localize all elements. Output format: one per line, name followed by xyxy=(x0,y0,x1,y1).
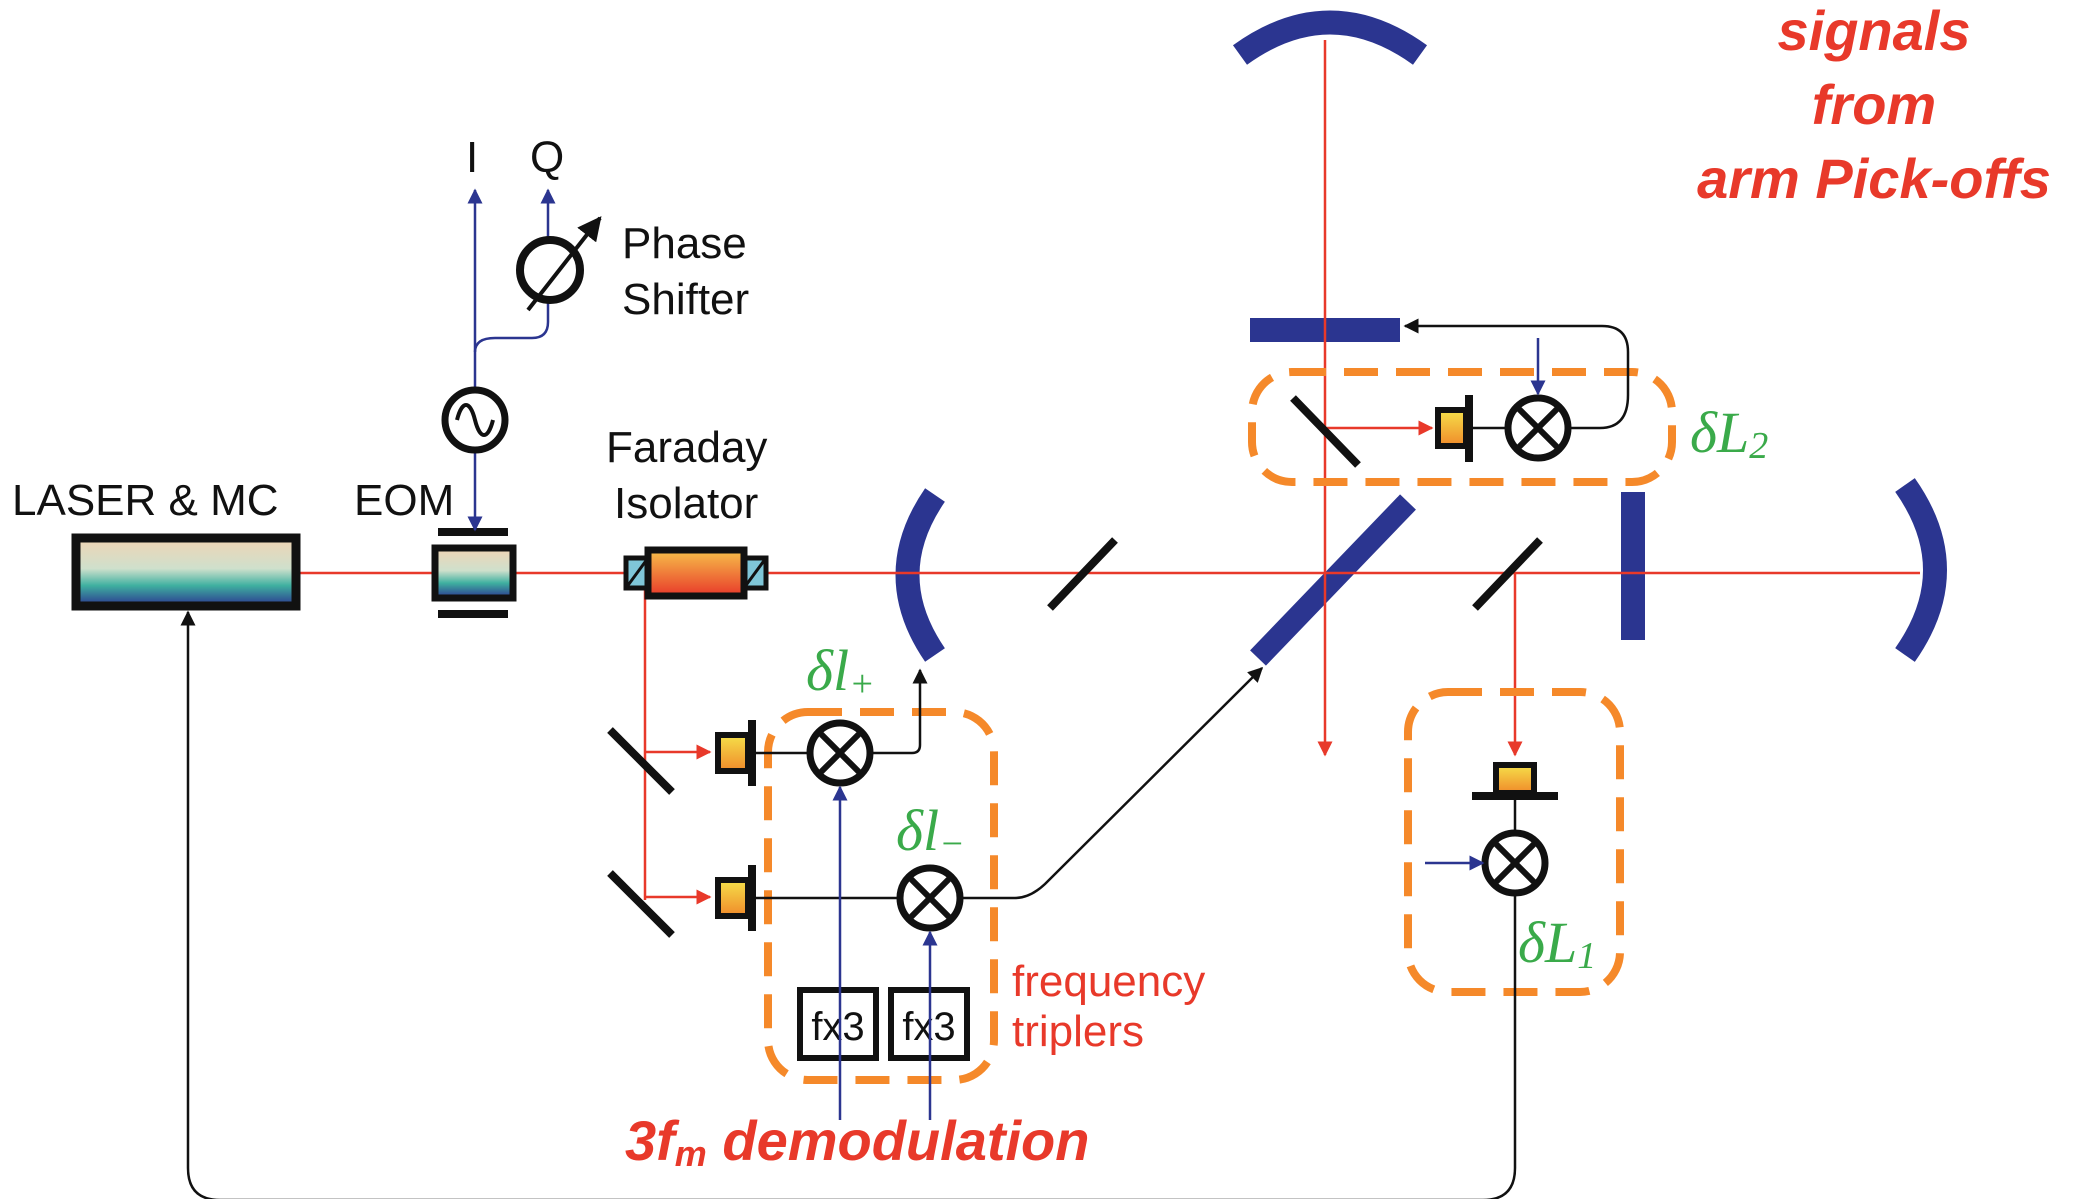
dl-plus-label: δl+ xyxy=(806,638,875,705)
dL1-sub: 1 xyxy=(1577,935,1596,977)
eom-device xyxy=(431,528,517,618)
signals-label-line3: arm Pick-offs xyxy=(1697,147,2051,210)
eom-label: EOM xyxy=(354,476,454,525)
feedback-to-laser xyxy=(180,610,1517,1199)
q-label: Q xyxy=(530,133,564,182)
input-test-mass-mirror xyxy=(895,488,946,662)
demod-subscript: m xyxy=(675,1133,707,1174)
steering-mirror-plus xyxy=(607,727,675,795)
tripler-a-box xyxy=(797,987,879,1061)
dL2-box xyxy=(1248,368,1676,486)
photodetector-plus xyxy=(715,720,756,786)
phase-shifter-icon xyxy=(516,216,602,312)
frequency-triplers-label-line1: frequency xyxy=(1012,957,1205,1006)
top-end-mirror xyxy=(1232,10,1428,65)
dL2-sub: 2 xyxy=(1749,425,1768,467)
pickoff-mirror-prm xyxy=(1047,537,1118,611)
demod-prefix: 3f xyxy=(625,1109,680,1172)
faraday-label-line2: Isolator xyxy=(614,479,758,528)
signals-label-line1: signals xyxy=(1778,0,1971,62)
mixer-dL2-icon xyxy=(1504,394,1572,462)
dL1-label: δL1 xyxy=(1518,910,1596,977)
rf-to-q-line xyxy=(473,188,556,353)
faraday-isolator xyxy=(623,546,769,600)
dl-minus-sub: − xyxy=(939,823,965,865)
laser-box xyxy=(71,533,301,611)
dl-plus-sub: + xyxy=(849,663,875,705)
rf-oscillator-icon xyxy=(441,386,509,454)
demodulation-label: 3fm demodulation xyxy=(625,1109,1089,1174)
frequency-triplers-label-line2: triplers xyxy=(1012,1007,1144,1056)
mixer-plus-to-itm xyxy=(870,668,928,755)
mixer-dL1-icon xyxy=(1481,829,1549,897)
pickoff-mirror-right-arm xyxy=(1472,537,1543,611)
photodetector-dL1 xyxy=(1472,762,1558,800)
mixer-minus-to-bs xyxy=(960,666,1264,900)
demod-suffix: demodulation xyxy=(707,1109,1090,1172)
signals-label-line2: from xyxy=(1812,73,1936,136)
phase-shifter-label-line2: Shifter xyxy=(622,275,749,324)
mixer-minus-icon xyxy=(896,864,964,932)
pickoff-mirror-top-arm xyxy=(1290,395,1361,468)
beam-splitter xyxy=(1250,494,1416,666)
dl-minus-base: δl xyxy=(896,798,939,863)
steering-mirror-minus xyxy=(607,870,675,938)
phase-shifter-label-line1: Phase xyxy=(622,219,747,268)
tripler-a-label: fx3 xyxy=(811,1005,864,1049)
dL1-base: δL xyxy=(1518,910,1577,975)
photodetector-minus xyxy=(715,865,756,931)
faraday-label-line1: Faraday xyxy=(606,423,767,472)
mixer-dL2-to-mirror xyxy=(1403,318,1630,430)
dl-plus-base: δl xyxy=(806,638,849,703)
photodetector-dL2 xyxy=(1435,395,1473,462)
i-label: I xyxy=(466,133,478,182)
demod-3fm-box xyxy=(764,708,998,1084)
dl-minus-label: δl− xyxy=(896,798,965,865)
dL2-base: δL xyxy=(1690,400,1749,465)
laser-label: LASER & MC xyxy=(12,476,279,525)
mixer-plus-icon xyxy=(806,719,874,787)
right-end-mirror xyxy=(1895,478,1947,662)
dL2-label: δL2 xyxy=(1690,400,1768,467)
